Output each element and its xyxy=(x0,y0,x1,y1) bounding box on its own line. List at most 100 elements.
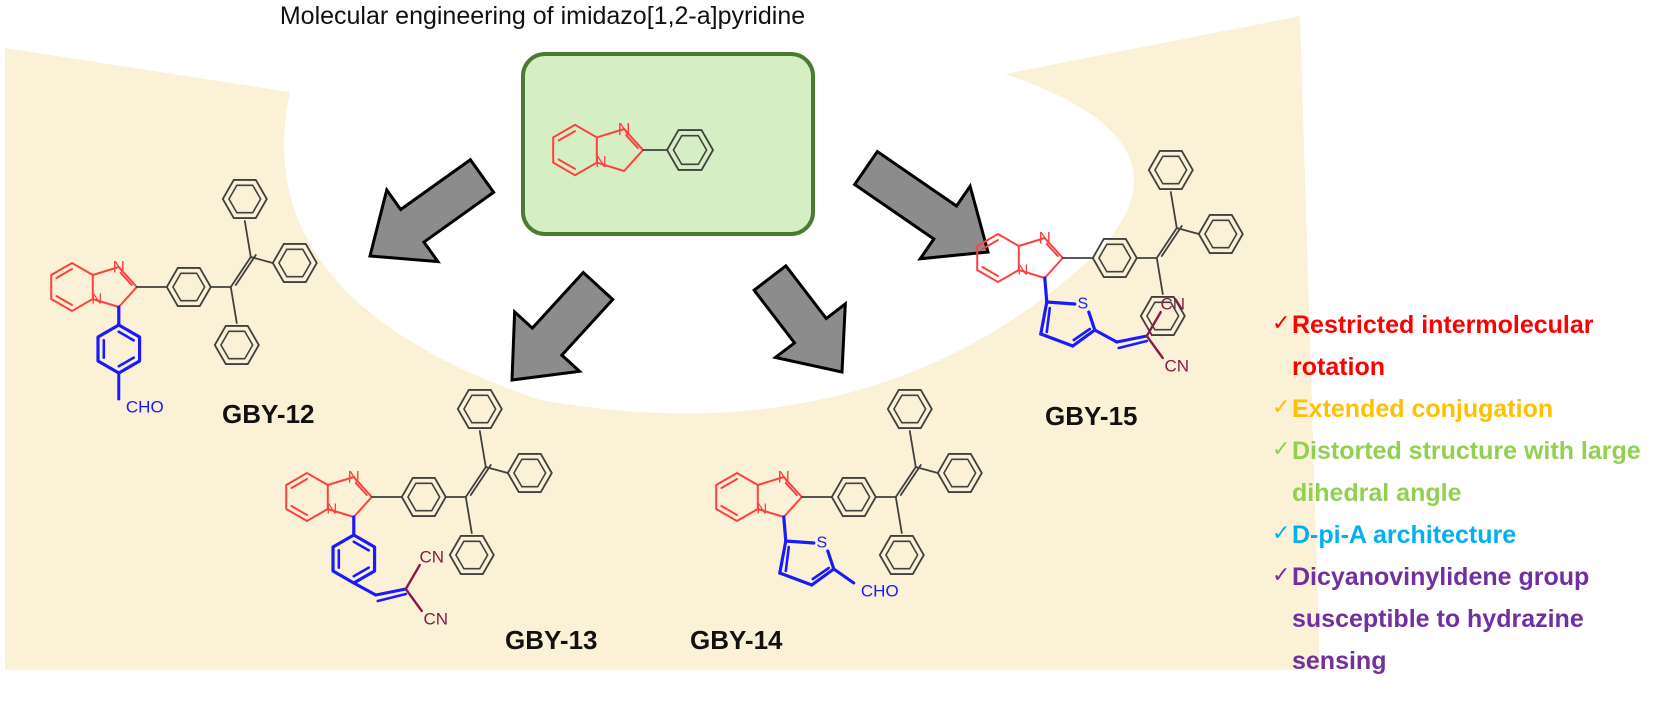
feature-item: ✓ D-pi-A architecture xyxy=(1272,514,1672,556)
double-bond xyxy=(117,330,136,342)
bond xyxy=(352,581,378,597)
check-icon: ✓ xyxy=(1272,436,1291,461)
double-bond xyxy=(376,592,408,603)
bond xyxy=(908,430,917,468)
nitrogen-atom-label: N xyxy=(778,468,790,487)
bond xyxy=(484,466,509,474)
bond xyxy=(464,496,473,534)
double-bond xyxy=(55,295,73,306)
phenyl-ring-inner xyxy=(1146,301,1180,331)
bond xyxy=(249,256,274,264)
double-bond xyxy=(352,566,371,578)
sulfur-atom-label: S xyxy=(816,535,827,552)
phenyl-ring xyxy=(165,267,212,307)
bond xyxy=(832,567,856,585)
phenyl-ring-inner xyxy=(672,134,708,166)
feature-item: ✓ Extended conjugation xyxy=(1272,388,1672,430)
bond xyxy=(1039,332,1075,348)
check-icon: ✓ xyxy=(1272,310,1291,335)
phenyl-ring xyxy=(271,243,318,283)
check-icon: ✓ xyxy=(1272,394,1291,419)
bond xyxy=(1017,237,1046,247)
bond xyxy=(404,587,423,613)
double-bond xyxy=(899,464,922,496)
cyano-label: CN xyxy=(1161,295,1186,314)
feature-text: Extended conjugation xyxy=(1292,395,1554,423)
double-bond xyxy=(290,505,308,516)
cyano-label: CN xyxy=(1165,357,1190,376)
double-bond xyxy=(119,272,133,286)
bond xyxy=(894,496,903,534)
double-bond xyxy=(1117,339,1149,350)
bond xyxy=(352,496,373,518)
nitrogen-atom-label: N xyxy=(326,501,337,518)
cyano-label: CN xyxy=(420,548,445,567)
bond xyxy=(478,430,487,468)
feature-item: ✓ Distorted structure with large dihedra… xyxy=(1272,430,1672,514)
double-bond xyxy=(1045,243,1059,257)
double-bond xyxy=(981,239,999,250)
bond xyxy=(784,539,816,545)
vinyl-bond xyxy=(374,587,408,597)
phenyl-ring-inner xyxy=(513,458,547,488)
double-bond xyxy=(117,356,136,368)
arrow-to-gby-13 xyxy=(510,270,615,382)
bond xyxy=(778,539,788,575)
phenyl-ring xyxy=(1147,150,1194,190)
bond xyxy=(1145,334,1164,360)
phenyl-ring xyxy=(506,453,553,493)
double-bond xyxy=(1045,306,1052,334)
phenyl-ring-inner xyxy=(893,394,927,424)
bond xyxy=(1175,227,1200,235)
phenyl-ring-inner xyxy=(463,394,497,424)
double-bond xyxy=(469,464,492,496)
feature-text: Restricted intermolecular rotation xyxy=(1292,311,1594,381)
bond xyxy=(782,476,803,498)
bond xyxy=(778,571,814,587)
bond xyxy=(91,266,120,276)
phenyl-ring-inner xyxy=(455,540,489,570)
bond xyxy=(1039,300,1049,336)
phenyl-ring xyxy=(886,389,933,429)
phenyl-ring xyxy=(1197,214,1244,254)
bond xyxy=(826,549,836,571)
compound-label-gby-12: GBY-12 xyxy=(222,399,315,429)
double-bond xyxy=(557,130,576,142)
aldehyde-label: CHO xyxy=(126,398,164,417)
nitrogen-atom-label: N xyxy=(348,468,360,487)
feature-text: Dicyanovinylidene group susceptible to h… xyxy=(1292,563,1590,675)
bond xyxy=(326,508,355,518)
phenyl-ring-inner xyxy=(943,458,977,488)
bond xyxy=(352,476,373,498)
phenyl-ring-inner xyxy=(172,272,206,302)
compound-label-gby-13: GBY-13 xyxy=(505,625,598,655)
phenyl-ring xyxy=(878,535,925,575)
feature-list: ✓ Restricted intermolecular rotation ✓ E… xyxy=(1272,304,1672,682)
bond xyxy=(810,567,836,587)
phenyl-ring-inner xyxy=(220,330,254,360)
phenyl-ring xyxy=(936,453,983,493)
double-bond xyxy=(352,540,371,552)
feature-item: ✓ Restricted intermolecular rotation xyxy=(1272,304,1672,388)
bond xyxy=(1043,237,1064,259)
nitrogen-atom-label: N xyxy=(595,154,606,171)
bond xyxy=(404,563,421,591)
bond xyxy=(1093,328,1119,344)
bond xyxy=(623,128,645,151)
phenyl-ring-inner xyxy=(1154,155,1188,185)
arrow-to-gby-14 xyxy=(752,263,847,374)
bond xyxy=(1087,310,1097,332)
bond xyxy=(595,128,626,139)
bond xyxy=(91,298,120,308)
arrow-to-gby-12 xyxy=(368,157,496,264)
double-bond xyxy=(290,478,308,489)
ethylene-bond xyxy=(464,466,487,498)
double-bond xyxy=(354,482,368,496)
compound-label-gby-14: GBY-14 xyxy=(690,625,783,655)
bond xyxy=(782,515,788,543)
arrow-to-gby-15 xyxy=(852,149,990,261)
phenyl-ring-inner xyxy=(228,184,262,214)
phenyl-ring xyxy=(830,477,877,517)
nitrogen-atom-label: N xyxy=(91,291,102,308)
